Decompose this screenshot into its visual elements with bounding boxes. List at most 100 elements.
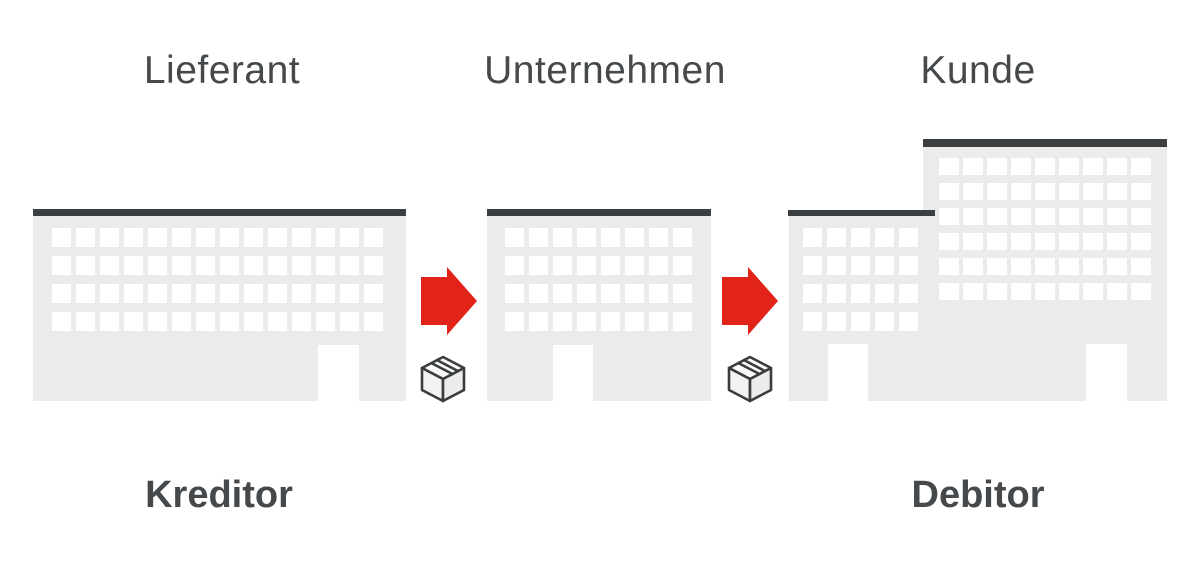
- window: [1131, 283, 1151, 300]
- window: [1083, 258, 1103, 275]
- window: [196, 312, 215, 331]
- window: [987, 158, 1007, 175]
- window: [1083, 158, 1103, 175]
- window: [505, 256, 524, 275]
- window: [1059, 258, 1079, 275]
- building-roof: [923, 139, 1167, 147]
- window: [875, 228, 894, 247]
- window: [1131, 208, 1151, 225]
- window: [340, 284, 359, 303]
- window: [939, 283, 959, 300]
- window: [803, 228, 822, 247]
- window: [625, 284, 644, 303]
- window: [268, 256, 287, 275]
- window: [1131, 233, 1151, 250]
- window: [649, 256, 668, 275]
- window: [827, 312, 846, 331]
- window: [851, 312, 870, 331]
- window: [1035, 183, 1055, 200]
- window: [316, 284, 335, 303]
- window: [827, 228, 846, 247]
- window: [1131, 258, 1151, 275]
- window: [939, 158, 959, 175]
- window: [963, 258, 983, 275]
- window: [987, 283, 1007, 300]
- window: [124, 284, 143, 303]
- window: [601, 284, 620, 303]
- window: [1035, 258, 1055, 275]
- window: [1107, 258, 1127, 275]
- window: [625, 312, 644, 331]
- window: [827, 284, 846, 303]
- window: [939, 258, 959, 275]
- window: [577, 284, 596, 303]
- window: [1035, 208, 1055, 225]
- window: [268, 228, 287, 247]
- window: [673, 228, 692, 247]
- building-customer-tall: [923, 139, 1167, 401]
- window: [1035, 158, 1055, 175]
- window: [244, 284, 263, 303]
- window: [673, 312, 692, 331]
- window: [1131, 183, 1151, 200]
- label-debtor: Debitor: [911, 474, 1045, 516]
- window: [100, 228, 119, 247]
- window: [124, 256, 143, 275]
- window: [553, 284, 572, 303]
- window: [851, 228, 870, 247]
- window: [292, 284, 311, 303]
- window: [553, 312, 572, 331]
- window: [148, 228, 167, 247]
- window: [244, 256, 263, 275]
- window: [963, 208, 983, 225]
- window: [963, 183, 983, 200]
- window: [340, 228, 359, 247]
- window: [148, 284, 167, 303]
- window: [625, 228, 644, 247]
- window: [827, 256, 846, 275]
- window: [76, 284, 95, 303]
- window: [939, 233, 959, 250]
- window: [939, 208, 959, 225]
- building-windows: [939, 158, 1151, 300]
- window: [1083, 283, 1103, 300]
- window: [1107, 158, 1127, 175]
- window: [1107, 208, 1127, 225]
- window: [1011, 283, 1031, 300]
- window: [505, 228, 524, 247]
- window: [52, 256, 71, 275]
- window: [52, 284, 71, 303]
- window: [364, 256, 383, 275]
- building-door: [318, 345, 359, 401]
- window: [148, 256, 167, 275]
- label-supplier: Lieferant: [143, 49, 301, 92]
- window: [1011, 233, 1031, 250]
- window: [364, 284, 383, 303]
- label-creditor: Kreditor: [145, 474, 293, 516]
- window: [963, 158, 983, 175]
- window: [577, 312, 596, 331]
- building-supplier: [33, 209, 406, 401]
- window: [649, 228, 668, 247]
- window: [196, 256, 215, 275]
- window: [1107, 233, 1127, 250]
- building-windows: [52, 228, 383, 331]
- building-windows: [505, 228, 692, 331]
- package-icon: [727, 355, 773, 403]
- building-roof: [33, 209, 406, 216]
- window: [364, 312, 383, 331]
- window: [196, 284, 215, 303]
- building-door: [1086, 344, 1127, 401]
- window: [172, 284, 191, 303]
- window: [1059, 158, 1079, 175]
- window: [1059, 183, 1079, 200]
- window: [220, 228, 239, 247]
- window: [899, 284, 918, 303]
- window: [987, 233, 1007, 250]
- window: [553, 228, 572, 247]
- window: [899, 228, 918, 247]
- window: [673, 256, 692, 275]
- window: [601, 228, 620, 247]
- window: [851, 256, 870, 275]
- window: [1011, 208, 1031, 225]
